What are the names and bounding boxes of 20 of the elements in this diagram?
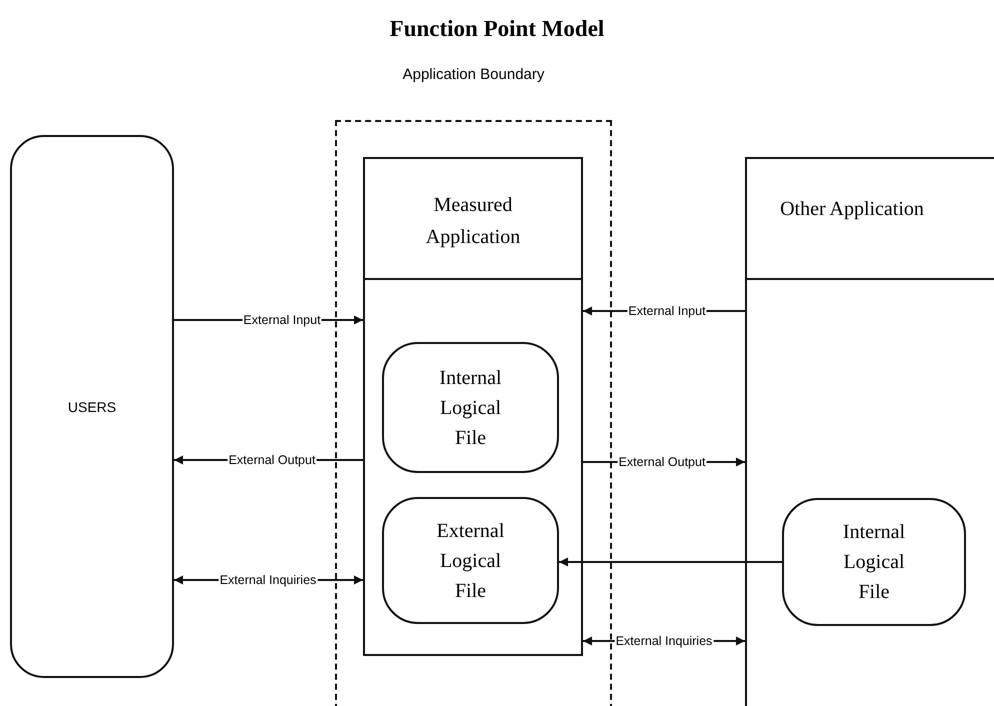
file-box	[382, 342, 559, 473]
edge-label: External Output	[618, 455, 706, 469]
edge-label: External Inquiries	[218, 573, 318, 587]
node-label: External Logical File	[436, 518, 506, 604]
actor-box	[10, 135, 174, 678]
node-label: USERS	[66, 398, 118, 416]
node-label: Internal Logical File	[842, 520, 906, 605]
edge-label: External Input	[627, 304, 707, 318]
application-title: Measured Application	[424, 193, 522, 250]
file-box	[782, 498, 966, 626]
application-box	[745, 157, 994, 706]
application-title: Other Application	[779, 197, 925, 222]
node-label: Internal Logical File	[438, 366, 503, 450]
file-box	[382, 497, 559, 624]
edge-label: External Output	[228, 453, 316, 467]
edge-label: External Input	[242, 313, 322, 327]
application-box	[363, 157, 583, 656]
diagram-title: Function Point Model	[388, 16, 606, 42]
boundary-label: Application Boundary	[402, 66, 546, 83]
edge-label: External Inquiries	[614, 634, 714, 648]
